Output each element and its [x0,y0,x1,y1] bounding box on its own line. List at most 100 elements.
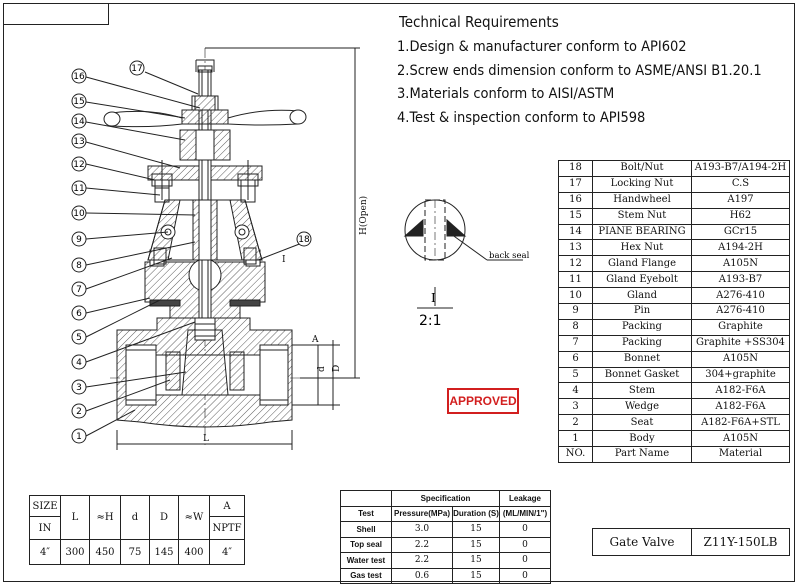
spec-header-test: Test [340,505,392,522]
tech-requirement-item: 2.Screw ends dimension conform to ASME/A… [397,62,762,79]
balloon-12: 12 [71,156,87,172]
svg-text:2: 2 [76,407,82,417]
svg-text:5: 5 [76,333,82,343]
part-balloons: 16 15 14 13 12 11 10 9 8 7 6 5 4 3 2 1 1… [71,60,312,444]
parts-cell-name: Hex Nut [592,239,692,257]
balloon-2: 2 [71,403,87,419]
balloon-3: 3 [71,379,87,395]
title-tab [3,3,109,25]
dim-value-W: 400 [178,539,210,565]
parts-cell-name: Wedge [592,398,692,416]
dim-value-d: 75 [120,539,150,565]
parts-cell-material: A182-F6A [691,382,790,400]
tech-requirement-item: 1.Design & manufacturer conform to API60… [397,39,687,55]
parts-cell-material: 304+graphite [691,366,790,384]
parts-cell-material: H62 [691,207,790,225]
parts-cell-name: Stem Nut [592,207,692,225]
svg-text:13: 13 [73,137,84,147]
dim-value-L: 300 [60,539,90,565]
parts-cell-material: A197 [691,191,790,209]
dimensions-table: SIZE L ≈H d D ≈W A IN NPTF 4″ 300 450 75… [29,495,245,565]
dim-value-A: 4″ [209,539,245,565]
svg-text:8: 8 [76,261,82,271]
parts-cell-name: Gland Flange [592,255,692,273]
parts-cell-name: Locking Nut [592,175,692,193]
parts-cell-name: Body [592,430,692,448]
parts-cell-material: A105N [691,430,790,448]
svg-text:9: 9 [76,235,82,245]
dim-header-H: ≈H [89,495,121,540]
specification-table: Specification Leakage Test Pressure(MPa)… [340,490,551,584]
balloon-14: 14 [71,113,87,129]
title-block-model: Z11Y-150LB [703,535,778,549]
parts-cell-material: A182-F6A [691,398,790,416]
dim-length-label: L [203,434,209,444]
svg-text:10: 10 [73,209,85,219]
balloon-17: 17 [129,60,145,76]
parts-cell-material: A182-F6A+STL [691,414,790,432]
svg-text:17: 17 [131,64,142,74]
dim-header-A: A [209,495,245,517]
parts-cell-name: PIANE BEARING [592,223,692,241]
spec-header-duration: Duration (S) [452,505,500,522]
dim-header-size: SIZE [29,495,61,517]
parts-cell-name: Seat [592,414,692,432]
parts-cell-name: Bonnet [592,350,692,368]
balloon-18: 18 [296,231,312,247]
dim-header-L: L [60,495,90,540]
tech-requirements-list: 1.Design & manufacturer conform to API60… [397,36,762,130]
svg-text:1: 1 [76,432,82,442]
parts-cell-name: Packing [592,318,692,336]
parts-cell-no: 10 [558,287,593,305]
dim-header-in: IN [29,516,61,540]
parts-cell-name: Bolt/Nut [592,160,692,177]
parts-cell-material: A194-2H [691,239,790,257]
dim-value-H: 450 [89,539,121,565]
dim-D-label: D [332,365,342,372]
parts-cell-no: 11 [558,271,593,289]
parts-cell-no: 6 [558,350,593,368]
approved-stamp: APPROVED [447,388,519,414]
dim-height-label: H(Open) [358,196,369,235]
spec-header-leak: (ML/MIN/1") [499,505,551,522]
parts-cell-material: Graphite [691,318,790,336]
balloon-13: 13 [71,133,87,149]
tech-requirements-title: Technical Requirements [399,13,559,31]
spec-row: Gas test 0.6 15 0 [340,567,551,584]
parts-cell-material: C.S [691,175,790,193]
title-block: Gate Valve Z11Y-150LB [592,528,790,556]
parts-cell-no: 14 [558,223,593,241]
parts-cell-material: A276-410 [691,303,790,320]
parts-cell-no: 8 [558,318,593,336]
svg-text:6: 6 [76,309,82,319]
balloon-1: 1 [71,428,87,444]
svg-text:7: 7 [76,285,82,295]
parts-cell-no: 1 [558,430,593,448]
title-block-name: Gate Valve [609,535,675,549]
spec-row: Water test 2.2 15 0 [340,552,551,569]
svg-text:15: 15 [73,97,84,107]
detail-ref-mark: I [282,255,286,265]
parts-cell-no: 12 [558,255,593,273]
parts-cell-name: Handwheel [592,191,692,209]
parts-cell-no: 7 [558,334,593,352]
svg-text:12: 12 [73,160,84,170]
parts-cell-no: 18 [558,160,593,177]
detail-section-mark: I [431,291,436,305]
parts-cell-name: Gland Eyebolt [592,271,692,289]
balloon-4: 4 [71,354,87,370]
spec-row: Shell 3.0 15 0 [340,521,551,538]
svg-text:14: 14 [73,117,85,127]
spec-row: Top seal 2.2 15 0 [340,536,551,553]
balloon-6: 6 [71,305,87,321]
balloon-11: 11 [71,180,87,196]
parts-cell-no: 16 [558,191,593,209]
